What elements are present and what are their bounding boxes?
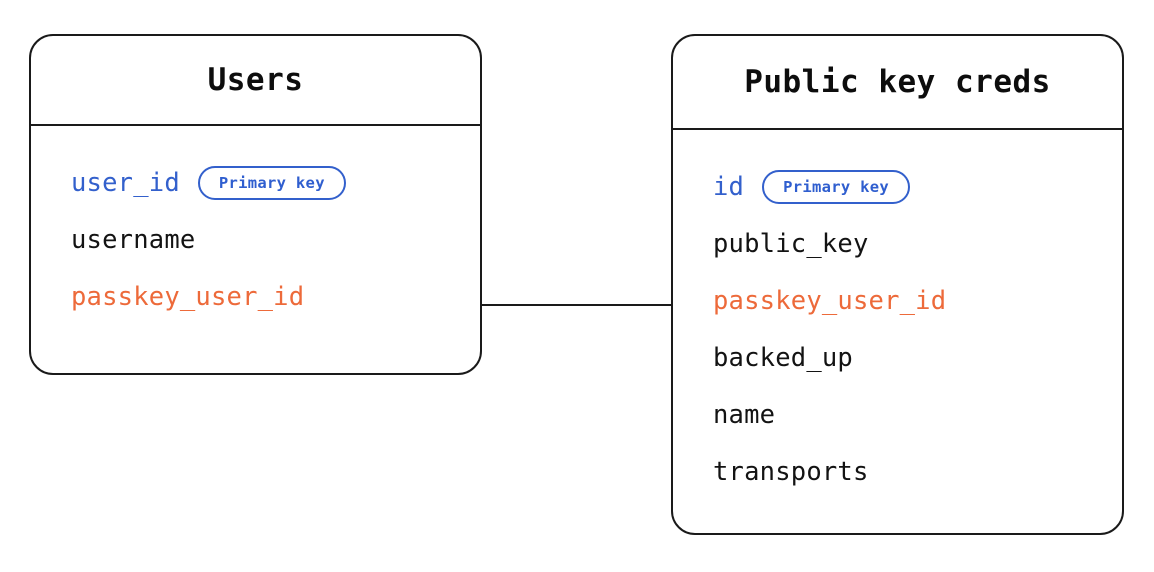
field-name-user-id: user_id — [71, 167, 180, 198]
entity-card-users[interactable]: Users user_id Primary key username passk… — [29, 34, 482, 375]
entity-header-users: Users — [31, 36, 480, 126]
field-row-public-key[interactable]: public_key — [713, 215, 1122, 272]
entity-card-public-key-creds[interactable]: Public key creds id Primary key public_k… — [671, 34, 1124, 535]
primary-key-badge: Primary key — [197, 165, 346, 200]
field-row-user-id[interactable]: user_id Primary key — [71, 154, 480, 211]
field-row-backed-up[interactable]: backed_up — [713, 329, 1122, 386]
field-name-name: name — [713, 399, 776, 430]
field-name-passkey-user-id: passkey_user_id — [71, 281, 305, 312]
entity-field-list-public-key-creds: id Primary key public_key passkey_user_i… — [673, 130, 1122, 500]
entity-field-list-users: user_id Primary key username passkey_use… — [31, 126, 480, 325]
entity-header-public-key-creds: Public key creds — [673, 36, 1122, 130]
field-row-name[interactable]: name — [713, 386, 1122, 443]
field-name-public-key: public_key — [713, 228, 869, 259]
field-name-id: id — [713, 171, 745, 202]
entity-title-public-key-creds: Public key creds — [744, 64, 1051, 100]
field-name-username: username — [71, 224, 196, 255]
field-row-username[interactable]: username — [71, 211, 480, 268]
primary-key-badge: Primary key — [762, 169, 911, 204]
relationship-connector-line — [480, 303, 673, 306]
field-name-transports: transports — [713, 456, 869, 487]
field-row-id[interactable]: id Primary key — [713, 158, 1122, 215]
field-name-backed-up: backed_up — [713, 342, 853, 373]
field-name-passkey-user-id: passkey_user_id — [713, 285, 947, 316]
field-row-passkey-user-id[interactable]: passkey_user_id — [713, 272, 1122, 329]
field-row-passkey-user-id[interactable]: passkey_user_id — [71, 268, 480, 325]
field-row-transports[interactable]: transports — [713, 443, 1122, 500]
entity-title-users: Users — [207, 62, 304, 98]
